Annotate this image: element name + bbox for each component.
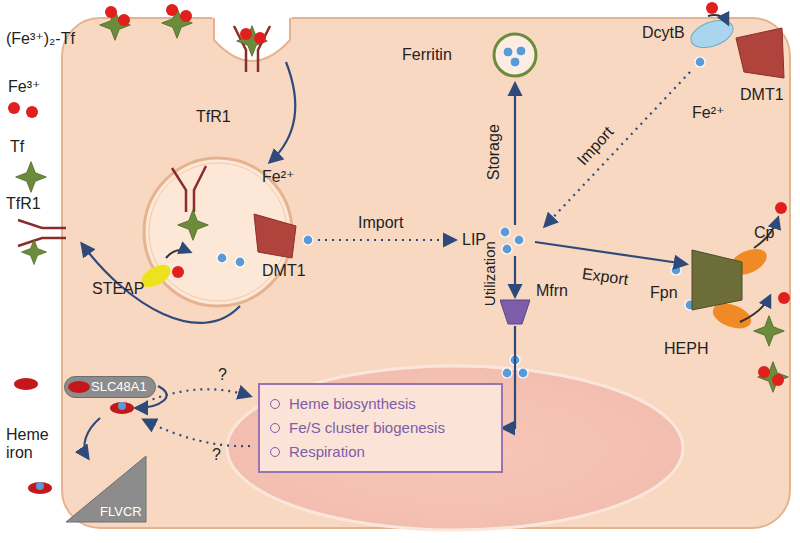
list-bullet [270, 423, 280, 433]
ferrous-iron [503, 47, 513, 57]
transporter-pill: SLC48A1 [64, 376, 156, 398]
list-item: Heme biosynthesis [270, 392, 491, 416]
ferritin-shell: Ferritin [400, 30, 540, 82]
list-item: Fe/S cluster biogenesis [270, 416, 491, 440]
dcytb-protein [687, 15, 737, 53]
ferrous-iron [510, 57, 520, 67]
text-label: Tf [10, 138, 24, 156]
node-text: FLVCR [100, 504, 142, 519]
node-text: Fe/S cluster biogenesis [289, 416, 445, 440]
text-label: Fpn [650, 284, 678, 302]
ferrous-iron [516, 46, 526, 56]
text-label: STEAP [92, 280, 144, 298]
transferrin [16, 8, 789, 393]
ferroportin [692, 250, 742, 310]
text-label: Utilization [481, 241, 498, 306]
dmt1-transporter [254, 214, 296, 258]
text-label: Fe²⁺ [262, 168, 294, 186]
text-label: ? [218, 366, 227, 384]
text-label: DMT1 [262, 262, 306, 280]
node-text: Respiration [289, 440, 365, 464]
text-label: Cp [754, 224, 774, 242]
text-label: DMT1 [740, 86, 784, 104]
invagination [214, 16, 290, 61]
node-text: SLC48A1 [91, 379, 147, 394]
mitoferrin-transporter: Mfrn [500, 282, 580, 328]
mitochondrion [227, 366, 683, 530]
ferritin-shell-outline [494, 34, 536, 76]
node-text: Mfrn [536, 282, 568, 300]
transferrin-receptor [18, 26, 270, 246]
list-bullet [270, 399, 280, 409]
dmt1-transporter [736, 28, 784, 78]
text-label: TfR1 [6, 195, 41, 213]
text-label: Heme iron [6, 426, 58, 463]
list-item: Respiration [270, 440, 491, 464]
text-label: Fe³⁺ [8, 78, 40, 96]
text-label: HEPH [664, 340, 708, 358]
triangle-outline [66, 456, 146, 522]
text-label: Fe²⁺ [692, 104, 724, 122]
list-bullet [270, 447, 280, 457]
node-shape [490, 30, 540, 80]
exporter-triangle: FLVCR [64, 454, 148, 524]
ferric-iron [8, 2, 790, 386]
mitoferrin-shape [500, 300, 530, 324]
text-label: ? [212, 446, 221, 464]
ferrous-iron [217, 57, 705, 378]
text-label: DcytB [642, 24, 685, 42]
node-text: Heme biosynthesis [289, 392, 416, 416]
node-shape [500, 298, 530, 326]
flow-arrow [503, 326, 515, 428]
mitochondrial-process-box: Heme biosynthesisFe/S cluster biogenesis… [258, 383, 503, 473]
text-label: Storage [485, 124, 503, 180]
text-label: TfR1 [196, 108, 231, 126]
text-label: Import [358, 214, 403, 232]
node-text: Ferritin [402, 46, 452, 64]
text-label: (Fe³⁺)₂-Tf [6, 30, 75, 48]
heme [68, 381, 90, 393]
